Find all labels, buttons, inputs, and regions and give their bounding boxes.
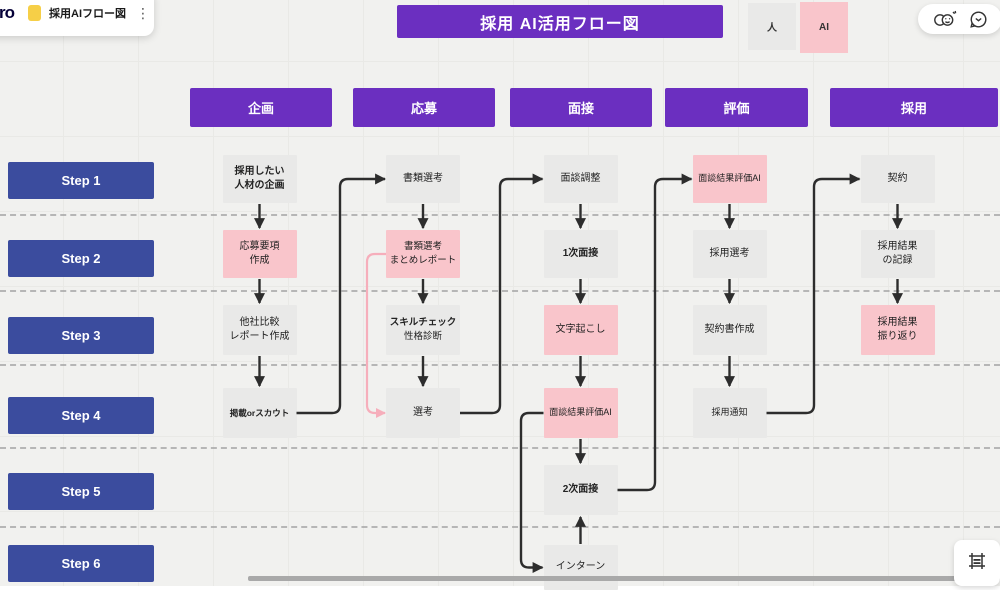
frames-icon (967, 551, 987, 576)
board-color-icon (28, 5, 41, 21)
connector-i4-i6 (519, 411, 544, 573)
flow-node-e3[interactable]: 契約書作成 (692, 305, 767, 355)
flow-node-line: 面談調整 (560, 172, 601, 184)
flow-node-line: 振り返り (877, 331, 918, 342)
flow-node-line: 採用結果 (877, 240, 918, 252)
flow-node-i6[interactable]: インターン (543, 545, 618, 590)
flow-node-line: 作成 (249, 255, 270, 266)
flow-node-line: 書類選考 (403, 172, 443, 184)
flow-node-line: 契約書作成 (704, 323, 755, 335)
flow-node-line: 応募要項 (239, 240, 280, 252)
flow-node-h1[interactable]: 契約 (860, 155, 935, 203)
frames-button[interactable] (954, 540, 1000, 586)
flow-node-line: まとめレポート (389, 255, 457, 266)
flow-node-line: 1次面接 (562, 247, 599, 259)
step-label-6[interactable]: Step 6 (8, 545, 154, 582)
flow-node-line: 人材の企画 (234, 180, 285, 191)
flow-node-h2[interactable]: 採用結果の記録 (860, 230, 935, 278)
column-header-label: 応募 (410, 101, 437, 116)
row-divider (0, 526, 1000, 528)
flow-node-line: 書類選考 (403, 241, 442, 253)
app-bar: ro 採用AIフロー図 ⋮ (0, 0, 154, 36)
legend-human[interactable]: 人 (748, 3, 796, 50)
flow-node-i4[interactable]: 面談結果評価AI (543, 388, 618, 438)
flow-node-line: 文字起こし (555, 323, 606, 335)
flow-node-line: 面談結果評価AI (698, 173, 761, 184)
flow-node-e1[interactable]: 面談結果評価AI (692, 155, 767, 203)
flow-node-line: スキルチェック (389, 317, 457, 329)
column-header-interview[interactable]: 面接 (510, 88, 652, 127)
flow-node-line: の記録 (882, 255, 913, 266)
column-header-apply[interactable]: 応募 (353, 88, 495, 127)
row-divider (0, 214, 1000, 216)
flow-node-a1[interactable]: 書類選考 (386, 155, 460, 203)
horizontal-scrollbar[interactable] (248, 576, 1000, 581)
collaboration-pill (918, 4, 1000, 34)
flow-node-a4[interactable]: 選考 (386, 388, 460, 438)
flow-node-i5[interactable]: 2次面接 (543, 465, 618, 515)
flow-node-line: 性格診断 (403, 331, 442, 342)
flow-node-line: 他社比較 (239, 316, 280, 328)
flow-node-line: 採用したい (234, 165, 285, 177)
step-label-text: Step 5 (61, 484, 101, 499)
step-label-4[interactable]: Step 4 (8, 397, 154, 434)
flow-node-line: 2次面接 (562, 483, 599, 495)
flow-node-p1[interactable]: 採用したい人材の企画 (222, 155, 297, 203)
legend-ai-label: AI (819, 22, 829, 33)
flow-node-p4[interactable]: 掲載orスカウト (222, 388, 297, 438)
step-label-3[interactable]: Step 3 (8, 317, 154, 354)
column-header-label: 評価 (723, 101, 750, 116)
connector-a2-a4 (365, 252, 386, 418)
flow-node-line: 契約 (887, 172, 908, 184)
column-header-label: 採用 (900, 101, 927, 116)
flow-node-e4[interactable]: 採用通知 (692, 388, 767, 438)
column-header-plan[interactable]: 企画 (190, 88, 332, 127)
flow-node-p2[interactable]: 応募要項作成 (222, 230, 297, 278)
flow-node-line: レポート作成 (229, 331, 290, 342)
flow-node-h3[interactable]: 採用結果振り返り (860, 305, 935, 355)
step-label-1[interactable]: Step 1 (8, 162, 154, 199)
column-header-label: 企画 (247, 101, 274, 116)
step-label-text: Step 1 (61, 173, 101, 188)
column-header-label: 面接 (567, 101, 594, 116)
flow-node-a3[interactable]: スキルチェック性格診断 (386, 305, 460, 355)
diagram-title[interactable]: 採用 AI活用フロー図 (397, 5, 723, 38)
flow-node-line: 採用結果 (877, 316, 918, 328)
miro-logo[interactable]: ro (0, 3, 15, 22)
flow-node-line: 選考 (413, 406, 433, 418)
comment-icon[interactable] (969, 10, 988, 29)
legend-human-label: 人 (767, 23, 777, 34)
step-label-text: Step 2 (61, 251, 101, 266)
flow-node-e2[interactable]: 採用選考 (692, 230, 767, 278)
flow-node-line: 採用選考 (709, 247, 750, 259)
flow-node-line: インターン (555, 561, 606, 573)
step-label-5[interactable]: Step 5 (8, 473, 154, 510)
connector-i5-e1 (617, 173, 693, 492)
flow-node-line: 掲載orスカウト (229, 407, 290, 418)
kebab-menu-icon[interactable]: ⋮ (136, 5, 150, 21)
flow-node-i3[interactable]: 文字起こし (543, 305, 618, 355)
flow-node-p3[interactable]: 他社比較レポート作成 (222, 305, 297, 355)
column-header-evaluate[interactable]: 評価 (665, 88, 808, 127)
step-label-text: Step 3 (61, 328, 101, 343)
flow-node-a2[interactable]: 書類選考まとめレポート (386, 230, 460, 278)
legend-ai[interactable]: AI (800, 2, 848, 53)
row-divider (0, 290, 1000, 292)
row-divider (0, 447, 1000, 449)
board-title[interactable]: 採用AIフロー図 (49, 8, 126, 20)
step-label-text: Step 6 (61, 556, 101, 571)
column-header-hire[interactable]: 採用 (830, 88, 998, 127)
flow-node-i1[interactable]: 面談調整 (543, 155, 618, 203)
flow-node-line: 面談結果評価AI (549, 407, 612, 418)
flow-node-i2[interactable]: 1次面接 (543, 230, 618, 278)
step-label-text: Step 4 (61, 408, 101, 423)
diagram-title-label: 採用 AI活用フロー図 (480, 15, 640, 33)
flow-node-line: 採用通知 (711, 407, 748, 418)
row-divider (0, 364, 1000, 366)
step-label-2[interactable]: Step 2 (8, 240, 154, 277)
reactions-icon[interactable] (933, 10, 957, 28)
